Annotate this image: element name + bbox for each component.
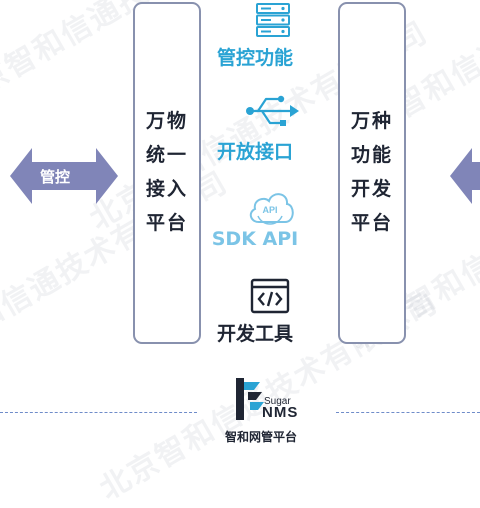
- dashed-divider: [336, 412, 480, 413]
- panel-title: 万种 功能 开发 平台: [340, 104, 404, 240]
- left-double-arrow: [10, 148, 118, 204]
- unified-access-platform-panel: 万物 统一 接入 平台: [133, 2, 201, 344]
- panel-title-line: 平台: [350, 212, 393, 234]
- logo-text-nms: NMS: [262, 404, 299, 421]
- panel-title-line: 接入: [145, 178, 188, 200]
- feature-label-open-interface: 开放接口: [216, 141, 293, 163]
- usb-icon: [246, 95, 299, 126]
- logo-caption: 智和网管平台: [225, 430, 298, 444]
- panel-title-line: 平台: [145, 212, 188, 234]
- panel-title: 万物 统一 接入 平台: [135, 104, 199, 240]
- left-arrow-label: 管控: [40, 168, 71, 186]
- svg-text:API: API: [262, 205, 277, 215]
- right-arrow: [450, 148, 480, 204]
- panel-title-line: 万物: [145, 110, 188, 132]
- dashed-divider: [0, 412, 197, 413]
- feature-label-sdk-api: SDK API: [211, 228, 299, 250]
- feature-label-dev-tools: 开发工具: [216, 323, 293, 345]
- panel-title-line: 功能: [350, 144, 393, 166]
- feature-label-management: 管控功能: [216, 47, 293, 69]
- cloud-api-icon: API: [249, 193, 294, 225]
- function-dev-platform-panel: 万种 功能 开发 平台: [338, 2, 406, 344]
- panel-title-line: 统一: [145, 144, 188, 166]
- server-icon: [256, 3, 290, 37]
- logo-text-sugar: Sugar: [264, 396, 291, 407]
- panel-title-line: 开发: [350, 178, 393, 200]
- code-window-icon: [250, 278, 290, 314]
- sugarnms-logo-icon: [236, 378, 264, 420]
- panel-title-line: 万种: [350, 110, 393, 132]
